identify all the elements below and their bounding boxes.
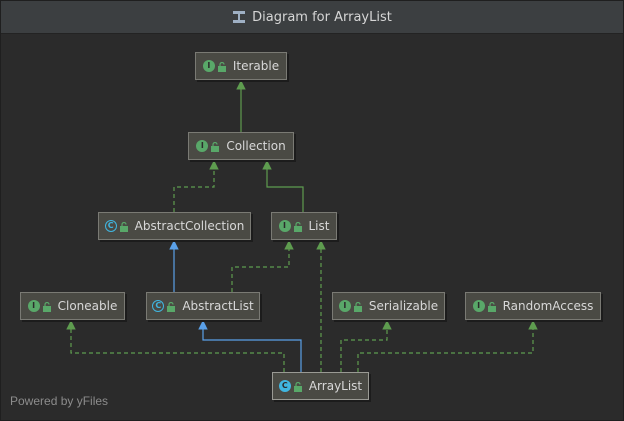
edge-layer <box>66 80 538 372</box>
node-serializable[interactable]: I Serializable <box>332 292 445 320</box>
lock-icon <box>487 301 497 312</box>
node-iterable[interactable]: I Iterable <box>195 52 287 80</box>
node-label: AbstractCollection <box>134 219 245 233</box>
interface-icon: I <box>27 300 40 312</box>
class-icon: C <box>278 380 291 392</box>
node-collection[interactable]: I Collection <box>188 132 294 160</box>
node-label: List <box>308 219 330 233</box>
lock-icon <box>210 141 220 152</box>
lock-icon <box>119 221 129 232</box>
powered-by-watermark: Powered by yFiles <box>10 394 109 408</box>
abstract-class-icon: C <box>152 300 165 312</box>
abstract-class-icon: C <box>104 220 117 232</box>
interface-icon: I <box>196 140 209 152</box>
node-label: Iterable <box>232 59 280 73</box>
lock-icon <box>293 221 303 232</box>
edge-arraylist-abstractlist <box>198 320 302 372</box>
node-label: RandomAccess <box>502 299 594 313</box>
interface-icon: I <box>472 300 485 312</box>
interface-icon: I <box>338 300 351 312</box>
node-random-access[interactable]: I RandomAccess <box>465 292 601 320</box>
node-label: Serializable <box>368 299 439 313</box>
node-abstract-list[interactable]: C AbstractList <box>146 292 260 320</box>
edge-arraylist-serializable <box>340 320 392 372</box>
node-label: Cloneable <box>57 299 118 313</box>
node-label: Collection <box>226 139 286 153</box>
interface-icon: I <box>202 60 215 72</box>
diagram-canvas[interactable]: I Iterable I Collection C AbstractCollec… <box>1 34 623 420</box>
diagram-icon <box>232 10 246 24</box>
lock-icon <box>293 381 303 392</box>
edge-list-collection <box>262 160 304 212</box>
node-cloneable[interactable]: I Cloneable <box>20 292 125 320</box>
window-title: Diagram for ArrayList <box>252 9 392 25</box>
node-label: ArrayList <box>308 379 363 393</box>
title-bar: Diagram for ArrayList <box>1 1 623 34</box>
node-array-list[interactable]: C ArrayList <box>272 372 369 400</box>
interface-icon: I <box>278 220 291 232</box>
lock-icon <box>353 301 363 312</box>
node-abstract-collection[interactable]: C AbstractCollection <box>98 212 251 240</box>
lock-icon <box>217 61 227 72</box>
edge-arraylist-cloneable <box>66 320 285 372</box>
edge-arraylist-randomaccess <box>357 320 538 372</box>
lock-icon <box>42 301 52 312</box>
edge-abstractlist-list <box>231 240 294 292</box>
node-label: AbstractList <box>182 299 254 313</box>
node-list[interactable]: I List <box>271 212 337 240</box>
lock-icon <box>166 301 176 312</box>
edge-abstractcollection-collection <box>173 160 219 212</box>
